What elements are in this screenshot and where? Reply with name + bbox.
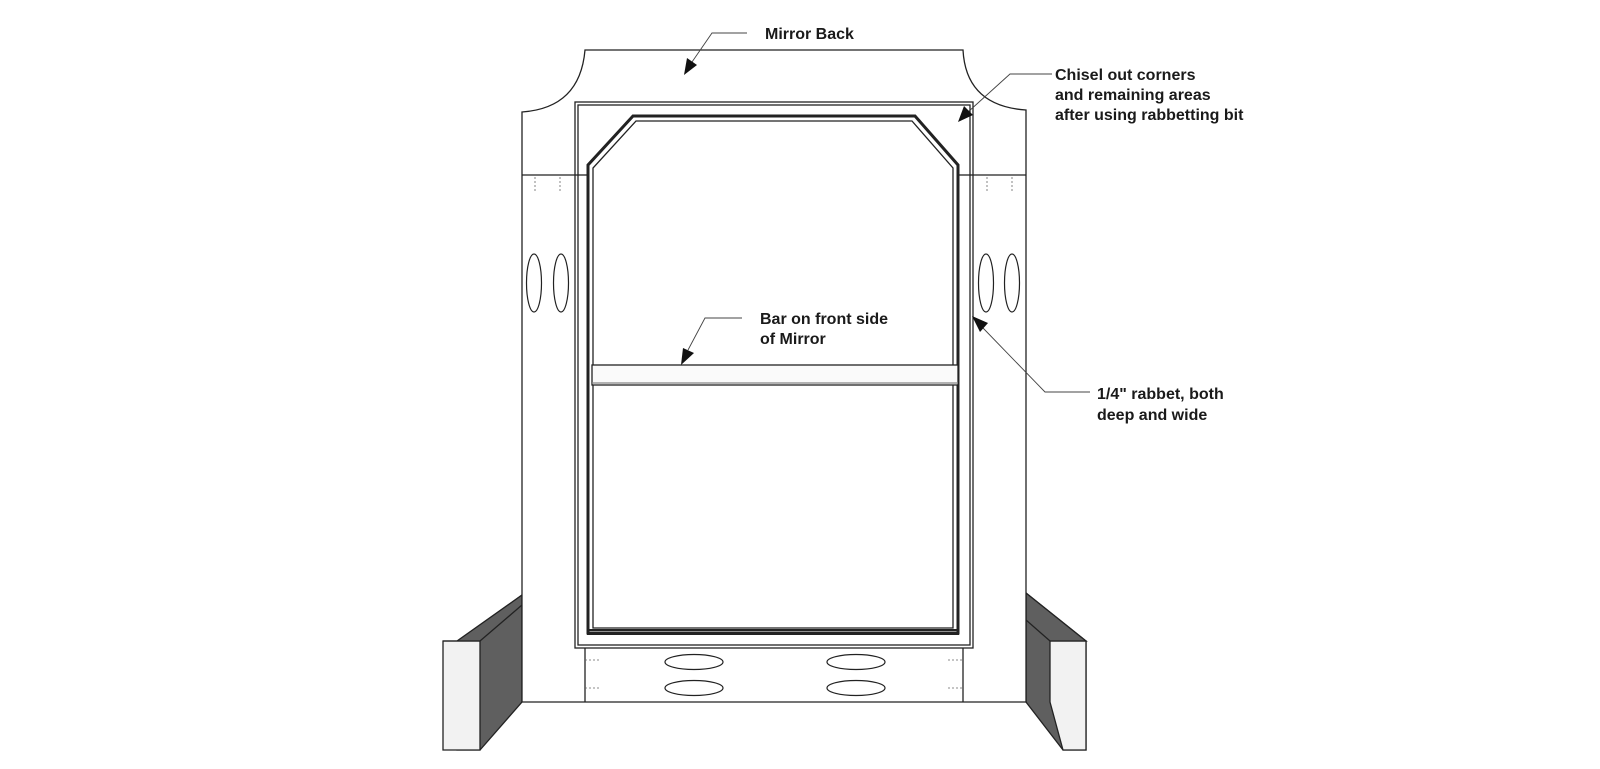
label-chisel-line1: Chisel out corners bbox=[1055, 67, 1196, 84]
dowel-bottom-3 bbox=[826, 653, 886, 671]
label-bar-line2: of Mirror bbox=[760, 331, 826, 348]
dowel-bottom-2 bbox=[664, 679, 724, 697]
dowel-holes bbox=[525, 253, 1021, 697]
label-chisel-line2: and remaining areas bbox=[1055, 87, 1211, 104]
leader-front-bar bbox=[681, 317, 742, 365]
label-rabbet-line2: deep and wide bbox=[1097, 407, 1207, 424]
dowel-right-1 bbox=[977, 253, 995, 313]
leader-mirror-back bbox=[684, 32, 747, 75]
label-bar-line1: Bar on front side bbox=[760, 311, 888, 328]
dowel-left-1 bbox=[525, 253, 543, 313]
dowel-hidden-lines bbox=[534, 177, 1013, 689]
leader-rabbet bbox=[972, 316, 1090, 393]
front-bar bbox=[591, 364, 959, 386]
dowel-left-2 bbox=[552, 253, 570, 313]
label-mirror-back: Mirror Back bbox=[765, 26, 854, 43]
rabbet-outline bbox=[574, 101, 974, 649]
label-rabbet-line1: 1/4" rabbet, both bbox=[1097, 386, 1224, 403]
dowel-bottom-1 bbox=[664, 653, 724, 671]
dowel-bottom-4 bbox=[826, 679, 886, 697]
leader-chisel-corners bbox=[958, 73, 1052, 122]
right-base-foot bbox=[1025, 591, 1088, 751]
dowel-right-2 bbox=[1003, 253, 1021, 313]
mirror-opening bbox=[575, 114, 973, 635]
label-chisel-line3: after using rabbetting bit bbox=[1055, 107, 1244, 124]
left-base-foot bbox=[442, 593, 523, 751]
